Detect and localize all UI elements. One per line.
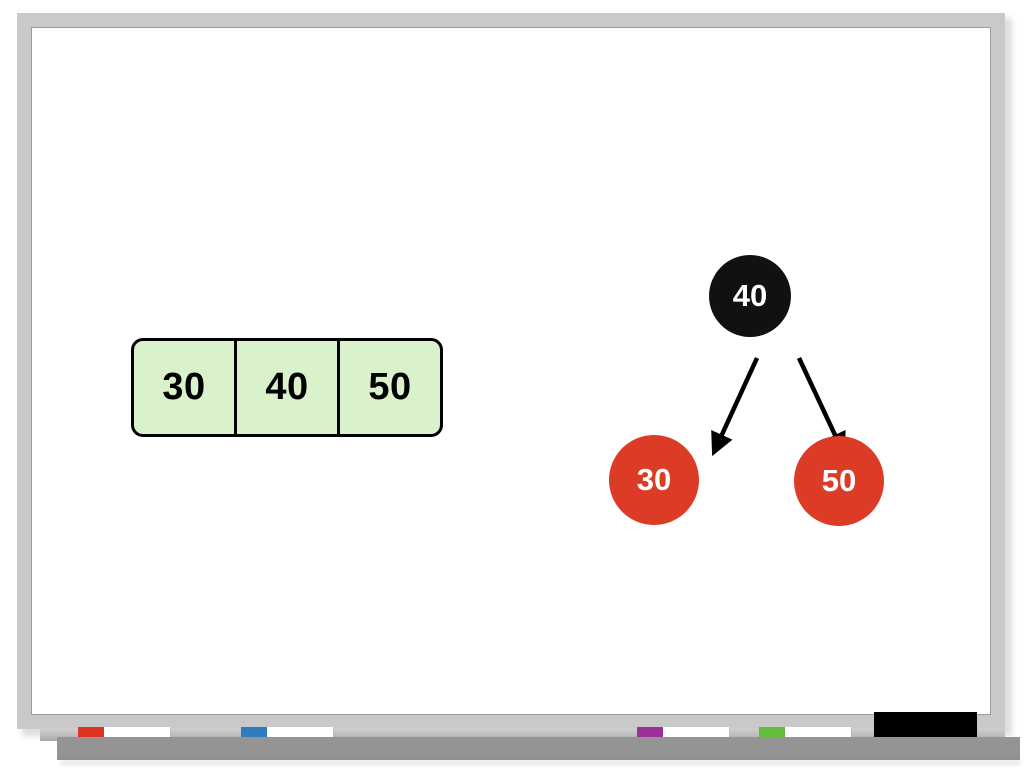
edge-root-to-left	[711, 357, 760, 457]
tree-node-right-child[interactable]: 50	[794, 436, 884, 526]
array-figure[interactable]: 30 40 50	[131, 338, 443, 437]
array-cell-1[interactable]: 40	[237, 341, 340, 434]
whiteboard-surface[interactable]: 30 40 50 40 30 50	[32, 28, 990, 714]
array-cell-0[interactable]: 30	[134, 341, 237, 434]
array-cell-2[interactable]: 50	[368, 366, 412, 408]
marker-tray-body	[57, 737, 1020, 760]
tree-node-left-child-label: 30	[636, 462, 672, 497]
tree-node-root[interactable]: 40	[709, 255, 791, 337]
tree-node-left-child[interactable]: 30	[609, 435, 699, 525]
tree-node-root-label: 40	[732, 278, 768, 313]
tree-node-right-child-label: 50	[821, 463, 857, 498]
marker-tray-shadow	[61, 760, 1020, 765]
